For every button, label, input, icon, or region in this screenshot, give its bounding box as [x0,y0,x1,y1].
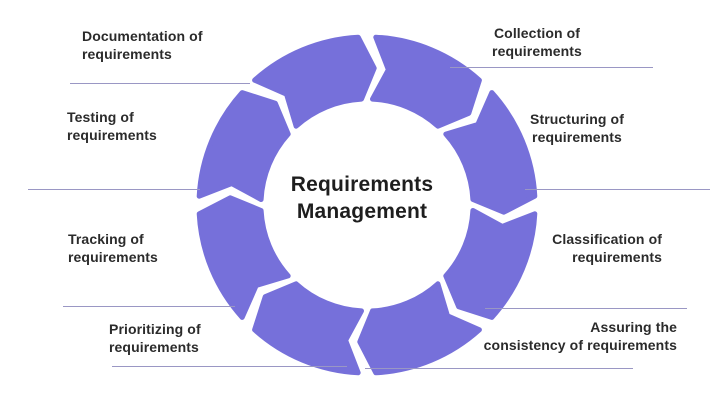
label-documentation: Documentation of requirements [82,28,203,62]
label-classification: Classification of requirements [552,231,662,265]
connector-line-classification [485,308,687,309]
ring-segment-collection [370,34,482,129]
label-assuring: Assuring the consistency of requirements [483,319,677,353]
ring-segment-structuring [443,90,538,215]
connector-line-prioritizing [112,366,347,367]
label-testing: Testing of requirements [67,109,157,143]
ring-segment-assuring [357,281,482,376]
diagram-center-title: Requirements Management [290,173,434,223]
connector-line-tracking [63,306,235,307]
label-collection: Collection of requirements [492,25,582,59]
connector-line-documentation [70,83,250,84]
ring-segment-prioritizing [252,281,364,376]
connector-line-testing [28,189,200,190]
label-prioritizing: Prioritizing of requirements [109,321,201,355]
ring-segment-testing [196,90,291,202]
ring-segments-group [196,34,538,376]
ring-segment-documentation [252,34,377,129]
label-tracking: Tracking of requirements [68,231,158,265]
label-structuring: Structuring of requirements [530,111,624,145]
ring-segment-tracking [196,195,291,320]
connector-line-collection [450,67,653,68]
connector-line-assuring [365,368,633,369]
ring-segment-classification [443,208,538,320]
connector-line-structuring [525,189,710,190]
